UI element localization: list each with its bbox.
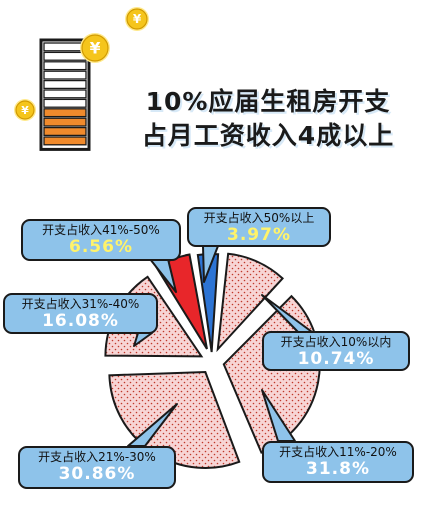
svg-text:¥: ¥: [90, 39, 101, 57]
bar-segment-filled: [43, 108, 87, 118]
yen-coin-icon: ¥: [14, 99, 36, 121]
callout-label: 开支占收入21%-30%: [38, 450, 156, 464]
bar-segment-empty: [43, 42, 87, 52]
svg-text:¥: ¥: [21, 104, 29, 117]
title-line-1: 10%应届生租房开支: [145, 87, 391, 116]
bar-segment-filled: [43, 117, 87, 127]
bar-segment-empty: [43, 70, 87, 80]
callout-31-40: 开支占收入31%-40% 16.08%: [3, 293, 158, 334]
segmented-bar: [39, 38, 91, 151]
callout-value: 3.97%: [227, 225, 291, 245]
bar-segment-filled: [43, 126, 87, 137]
bar-segment-empty: [43, 79, 87, 90]
callout-label: 开支占收入41%-50%: [42, 223, 160, 237]
bar-segment-filled: [43, 136, 87, 146]
bar-segment-empty: [43, 51, 87, 61]
callout-value: 10.74%: [297, 349, 375, 369]
callout-10-within: 开支占收入10%以内 10.74%: [262, 331, 410, 371]
callout-value: 16.08%: [42, 311, 119, 331]
svg-text:¥: ¥: [133, 12, 142, 26]
callout-41-50: 开支占收入41%-50% 6.56%: [21, 219, 181, 261]
callout-11-20: 开支占收入11%-20% 31.8%: [262, 441, 414, 483]
title-line-2: 占月工资收入4成以上: [141, 121, 395, 150]
callout-label: 开支占收入50%以上: [203, 211, 315, 225]
callout-value: 30.86%: [58, 464, 136, 484]
pie-slice: [216, 252, 284, 353]
yen-coin-icon: ¥: [125, 7, 149, 31]
bar-segment-empty: [43, 89, 87, 99]
callout-value: 6.56%: [69, 237, 133, 257]
callout-label: 开支占收入10%以内: [280, 335, 392, 349]
callout-value: 31.8%: [306, 459, 370, 479]
bar-segment-empty: [43, 61, 87, 71]
yen-coin-icon: ¥: [80, 33, 110, 63]
callout-21-30: 开支占收入21%-30% 30.86%: [18, 446, 176, 489]
bar-segment-empty: [43, 98, 87, 108]
yen-coin-icon: ¥ ¥ ¥: [14, 7, 149, 121]
callout-label: 开支占收入11%-20%: [279, 445, 397, 459]
callout-label: 开支占收入31%-40%: [21, 297, 140, 311]
callout-50-plus: 开支占收入50%以上 3.97%: [187, 207, 331, 247]
